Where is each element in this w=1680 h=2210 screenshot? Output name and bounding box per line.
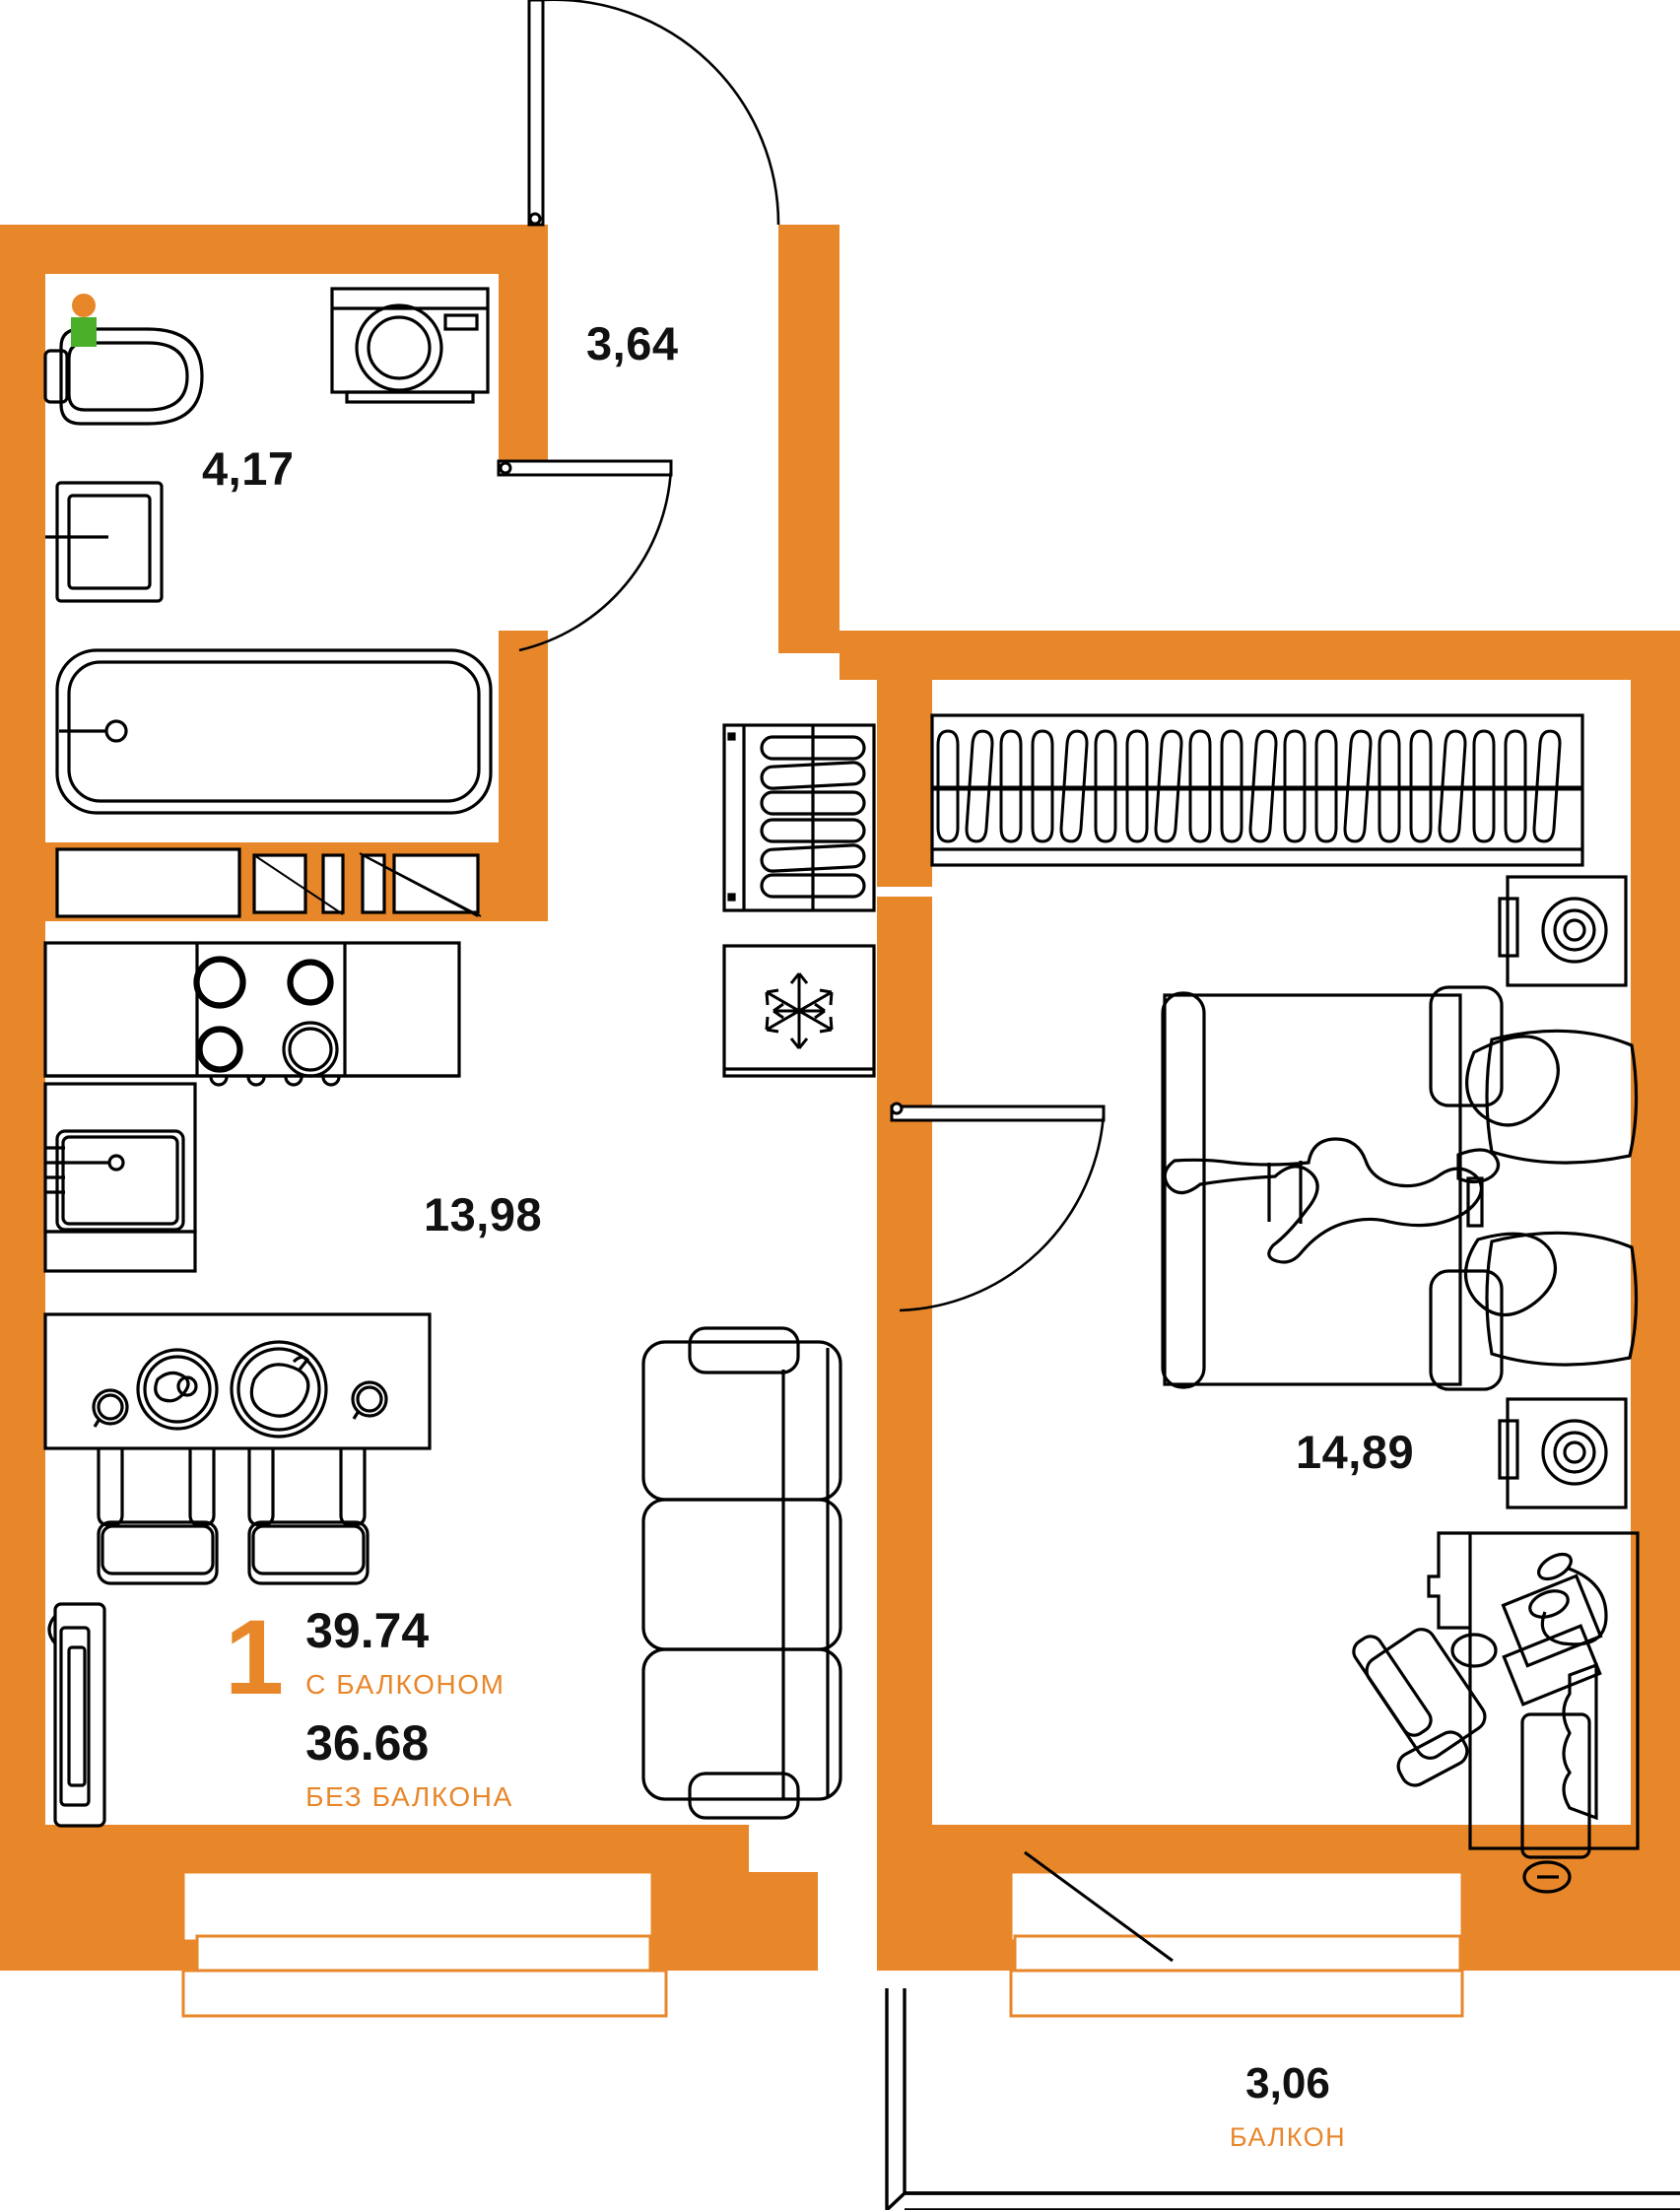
kitchen-sink-icon [43,1082,197,1234]
dining-group [43,1312,432,1585]
pillows-icon [1463,1029,1639,1367]
cup-icon [351,1380,388,1420]
nightstands-group [1498,875,1628,1509]
bathroom-fixtures [43,287,493,815]
area-with-balcony-label: С БАЛКОНОМ [305,1669,505,1700]
sofa-3-seat-icon [641,1326,842,1820]
office-chair-icon [1352,1628,1498,1787]
bathtub-icon [55,648,493,815]
balcony-label-block: 3,06 БАЛКОН [1194,2059,1381,2153]
doors-group [497,0,1106,1312]
sink-vanity-icon [45,481,164,603]
window-left-icon [181,1870,668,2018]
bed-double-icon [1161,985,1639,1391]
apartment-summary-block: 1 39.74 С БАЛКОНОМ 36.68 БЕЗ БАЛКОНА [225,1602,513,1813]
bedroom-area-label: 14,89 [1296,1426,1415,1478]
washing-machine-icon [330,287,490,404]
kitchen-living-area-label: 13,98 [424,1188,543,1240]
windows-group [181,1870,1464,2018]
wall-cabinet-icon [55,847,482,918]
balcony-name-label: БАЛКОН [1229,2122,1347,2152]
desk-workspace-group [1352,1531,1640,1894]
plate-vegetable-icon [230,1340,328,1439]
window-right-icon [1009,1870,1464,2018]
glass-icon [92,1388,129,1428]
hall-area-label: 3,64 [586,317,679,369]
dining-table-icon [43,1312,432,1450]
entry-door-icon [527,0,780,227]
toilet-icon [43,327,204,426]
kitchen-counter-icon [43,941,461,1087]
rooms-count-label: 1 [225,1597,285,1716]
balcony-area-value: 3,06 [1245,2059,1330,2108]
refrigerator-icon [722,944,876,1078]
nightstand-top-icon [1498,875,1628,987]
person-lying-icon [1163,1137,1501,1264]
tv-unit-icon [47,1602,106,1828]
dining-chairs-icon [97,1448,370,1585]
bedroom-door-icon [890,1102,1106,1312]
area-with-balcony-value: 39.74 [305,1603,430,1658]
keyboard-icon [1520,1712,1591,1894]
kitchen-base-cabinet [43,1230,197,1273]
bedroom-wardrobe-icon [930,713,1584,867]
nightstand-bottom-icon [1498,1397,1628,1509]
closet-fridge-group [722,723,876,1078]
plate-food-icon [136,1348,219,1431]
area-without-balcony-label: БЕЗ БАЛКОНА [305,1781,513,1812]
stove-4-burner-icon [193,956,341,1087]
outlet-icon [71,294,97,347]
balcony-slab-icon [885,1850,1680,2210]
wardrobe-closet-icon [722,723,876,912]
area-without-balcony-value: 36.68 [305,1715,430,1771]
kitchen-group [43,847,482,1273]
desk-icon [1427,1531,1640,1850]
laptop-icon [1501,1574,1603,1707]
monitor-icon [1562,1662,1598,1821]
snowflake-icon [765,972,834,1049]
bathroom-area-label: 4,17 [202,442,295,495]
bathroom-door-icon [497,459,673,652]
